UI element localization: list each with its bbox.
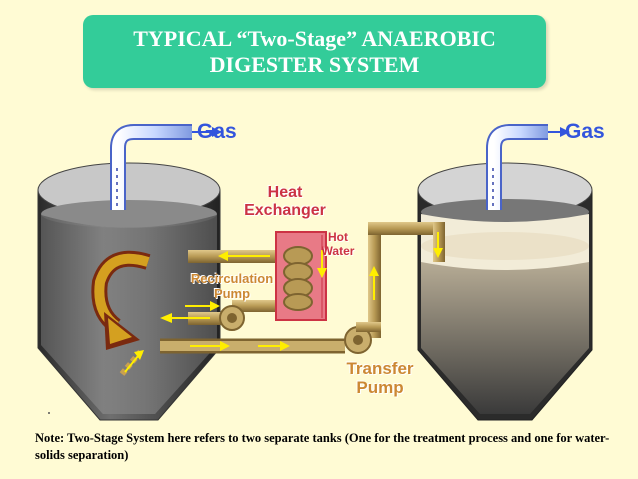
heat-exchanger — [275, 231, 327, 321]
gas-label-right: Gas — [565, 120, 605, 143]
recirculation-pump-label-line-2: Pump — [213, 286, 251, 301]
gas-label-left: Gas — [197, 120, 237, 143]
recirculation-pump — [219, 305, 245, 331]
transfer-pump-label: Transfer Pump — [335, 359, 425, 397]
title-line-2: DIGESTER SYSTEM — [209, 52, 420, 77]
hot-water-label: Hot Water — [318, 230, 358, 258]
digester-tank-left — [37, 124, 222, 421]
title-line-1: TYPICAL “Two-Stage” ANAEROBIC — [133, 26, 496, 51]
digester-tank-right — [417, 124, 593, 421]
title-banner: TYPICAL “Two-Stage” ANAEROBIC DIGESTER S… — [83, 15, 546, 88]
marker-dot — [48, 412, 50, 414]
hot-water-label-line-2: Water — [321, 244, 355, 258]
footnote: Note: Two-Stage System here refers to tw… — [35, 431, 610, 462]
flow-arrows — [124, 232, 443, 373]
recirculation-pump-label: Recirculation Pump — [188, 271, 276, 301]
heat-exchanger-label-line-1: Heat — [267, 184, 303, 201]
transfer-pump — [344, 322, 381, 354]
recirculation-pump-label-line-1: Recirculation — [190, 271, 274, 286]
hot-water-label-line-1: Hot — [328, 230, 348, 244]
transfer-pump-label-line-2: Pump — [356, 378, 404, 397]
heat-exchanger-label-line-2: Exchanger — [244, 202, 326, 219]
transfer-pump-label-line-1: Transfer — [346, 359, 414, 378]
heat-exchanger-label: Heat Exchanger — [238, 184, 332, 220]
